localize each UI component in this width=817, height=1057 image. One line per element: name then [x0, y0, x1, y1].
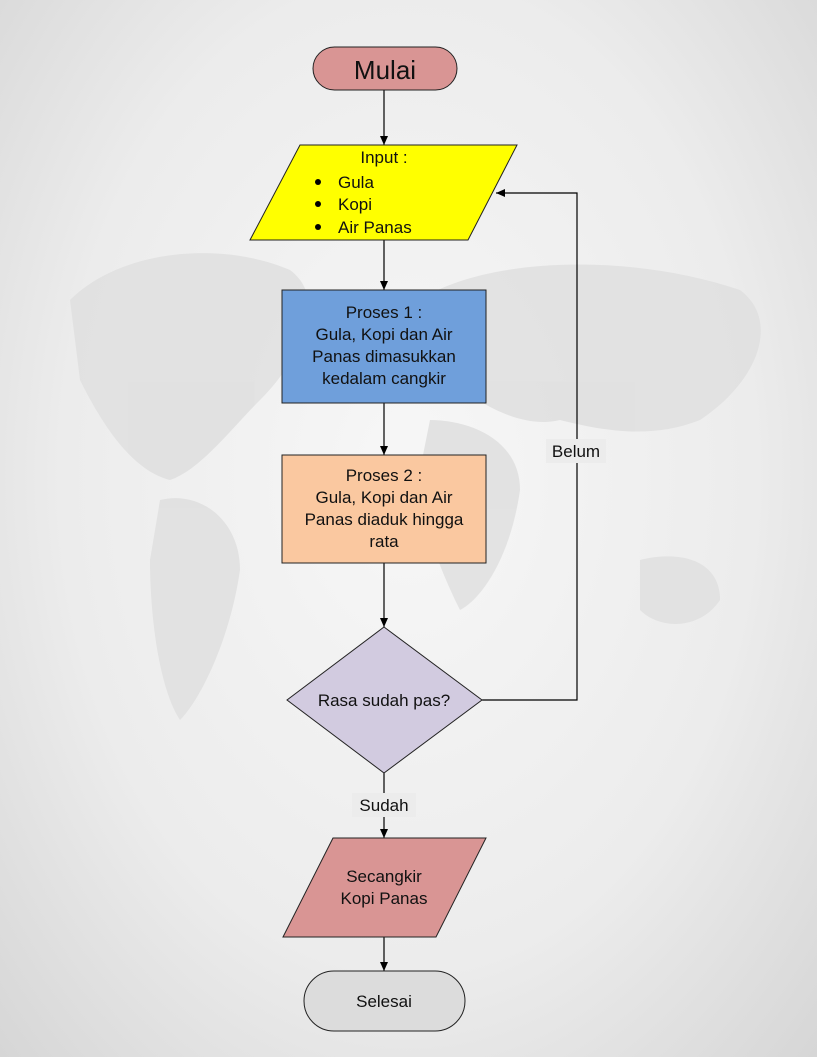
output-parallelogram: Secangkir Kopi Panas: [282, 837, 487, 938]
edge-label-belum: Belum: [552, 442, 600, 461]
decision-diamond: Rasa sudah pas?: [286, 626, 483, 774]
process-1-line: kedalam cangkir: [322, 369, 446, 388]
end-terminal: Selesai: [303, 970, 466, 1032]
sudah-label-bg: [352, 793, 416, 817]
decision-label: Rasa sudah pas?: [318, 691, 450, 710]
bullet-icon: [315, 179, 321, 185]
input-parallelogram: Input : Gula Kopi Air Panas: [249, 144, 518, 241]
edge-label-sudah: Sudah: [359, 796, 408, 815]
process-2-box: Proses 2 : Gula, Kopi dan Air Panas diad…: [281, 454, 487, 564]
process-2-line: Panas diaduk hingga: [305, 510, 464, 529]
output-line: Kopi Panas: [341, 889, 428, 908]
belum-label-bg: [546, 439, 606, 463]
process-1-line: Panas dimasukkan: [312, 347, 456, 366]
process-1-line: Proses 1 :: [346, 303, 423, 322]
end-label: Selesai: [356, 992, 412, 1011]
process-2-line: Gula, Kopi dan Air: [315, 488, 452, 507]
start-terminal: Mulai: [312, 46, 458, 91]
bullet-icon: [315, 224, 321, 230]
process-2-line: Proses 2 :: [346, 466, 423, 485]
input-title: Input :: [360, 148, 407, 167]
input-item: Kopi: [338, 195, 372, 214]
input-item: Air Panas: [338, 218, 412, 237]
start-label: Mulai: [354, 55, 416, 85]
input-item: Gula: [338, 173, 374, 192]
process-1-line: Gula, Kopi dan Air: [315, 325, 452, 344]
bullet-icon: [315, 201, 321, 207]
process-1-box: Proses 1 : Gula, Kopi dan Air Panas dima…: [281, 289, 487, 404]
output-line: Secangkir: [346, 867, 422, 886]
process-2-line: rata: [369, 532, 399, 551]
